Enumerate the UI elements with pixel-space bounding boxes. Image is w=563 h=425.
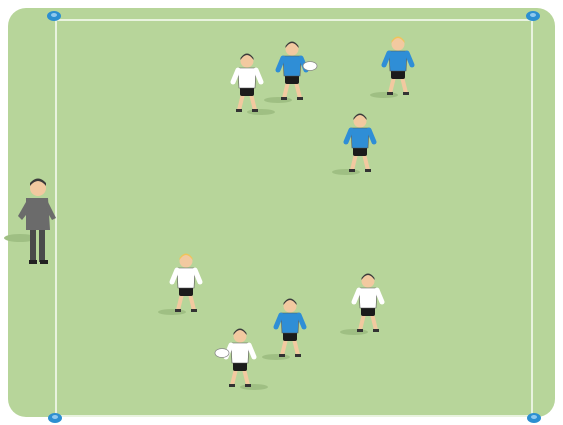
cone-bottom-left-icon bbox=[48, 413, 62, 423]
cone-top-left-icon bbox=[47, 11, 61, 21]
rugby-ball-icon bbox=[215, 349, 229, 358]
cone-bottom-right-icon bbox=[527, 413, 541, 423]
cone-top-right-icon bbox=[526, 11, 540, 21]
rugby-ball-icon bbox=[303, 62, 317, 71]
